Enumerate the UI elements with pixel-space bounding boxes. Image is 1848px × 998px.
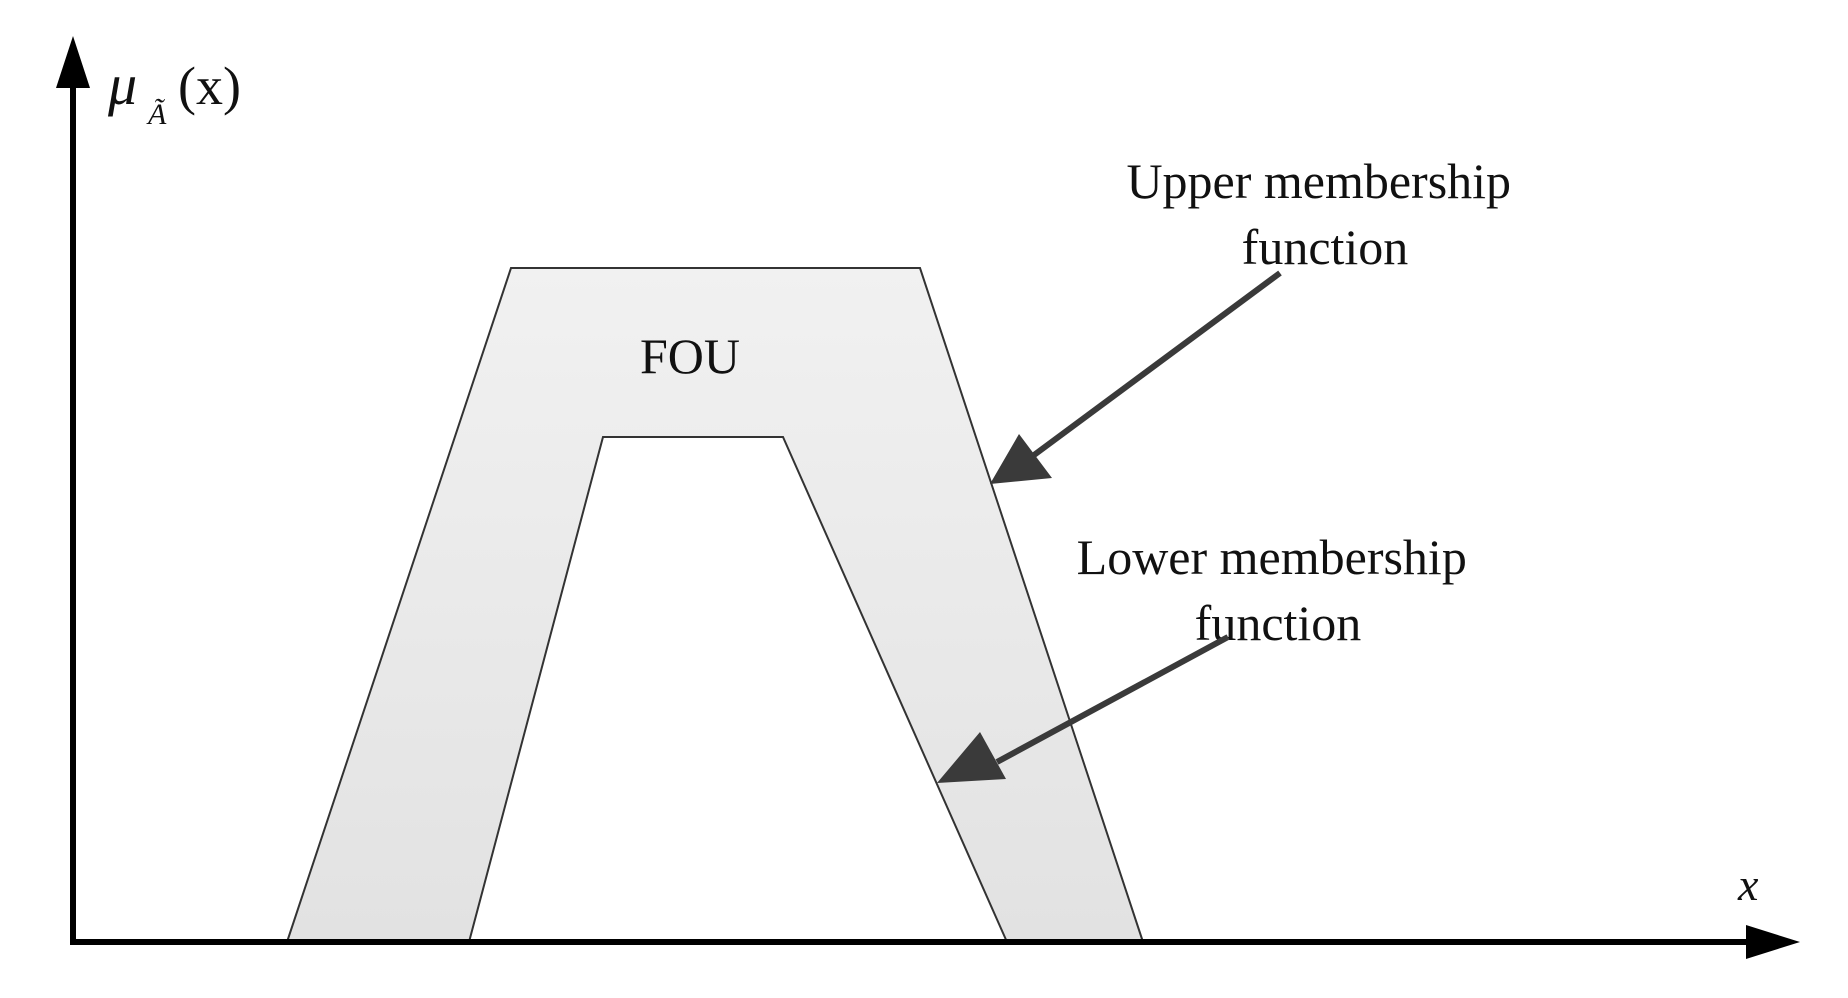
y-axis-label: μ Ã (x) (107, 52, 241, 131)
x-axis-arrowhead (1746, 925, 1800, 959)
x-axis-label: x (1737, 859, 1759, 910)
lower-membership-label: Lower membership function (1077, 529, 1480, 651)
upper-membership-label: Upper membership function (1126, 153, 1523, 275)
y-axis-arrowhead (56, 36, 90, 88)
upper-membership-function-curve (286, 267, 1144, 943)
lower-membership-function-curve (468, 436, 1008, 943)
lower-pointer-arrow (937, 634, 1230, 783)
upper-pointer-arrow (990, 270, 1282, 484)
fou-region (287, 268, 1143, 942)
fou-label: FOU (640, 328, 740, 384)
